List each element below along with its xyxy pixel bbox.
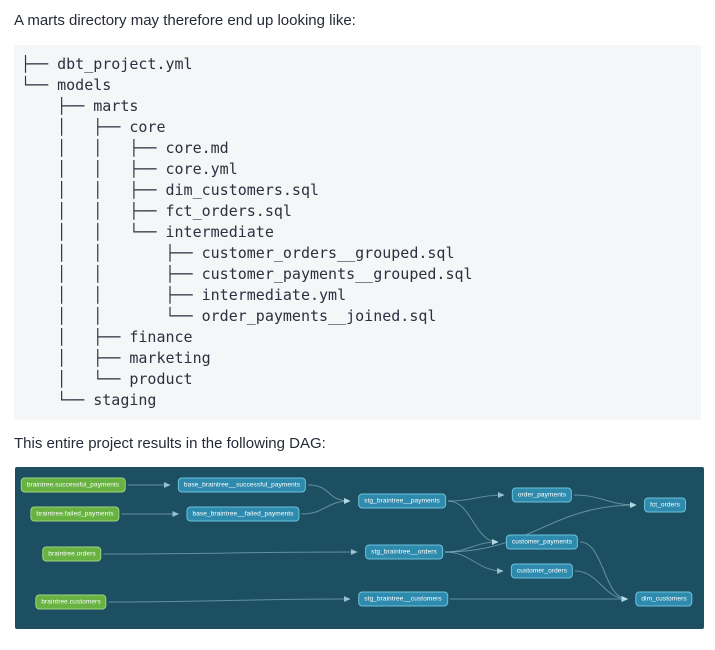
dag-node-customer_payments: customer_payments [505, 534, 579, 550]
dag-image: braintree.successful_payments braintree.f… [15, 467, 704, 629]
dag-node-base_successful: base_braintree__successful_payments [177, 477, 307, 493]
dag-node-dim_customers: dim_customers [635, 591, 693, 607]
dag-node-stg_customers: stg_braintree__customers [358, 591, 448, 607]
dag-node-src_successful: braintree.successful_payments [20, 477, 126, 493]
dag-edge-stg_orders-to-customer_orders [444, 551, 504, 574]
dag-node-src_failed: braintree.failed_payments [30, 506, 120, 522]
dag-node-stg_payments: stg_braintree__payments [358, 493, 446, 509]
dag-node-customer_orders: customer_orders [510, 563, 574, 579]
dag-node-src_orders: braintree.orders [42, 546, 102, 562]
dag-edge-stg_orders-to-customer_payments [444, 539, 499, 553]
dag-caption: This entire project results in the follo… [14, 435, 326, 452]
dag-edge-customer_payments-to-dim_customers [579, 541, 628, 602]
dag-edge-stg_payments-to-order_payments [447, 492, 505, 502]
dag-edge-stg_payments-to-customer_payments [447, 500, 499, 545]
dag-node-src_customers: braintree.customers [35, 594, 107, 610]
dag-edge-src_orders-to-stg_orders [103, 549, 358, 556]
dag-edge-customer_orders-to-dim_customers [574, 570, 628, 602]
dag-node-base_failed: base_braintree__failed_payments [186, 506, 300, 522]
intro-text: A marts directory may therefore end up l… [14, 12, 356, 29]
dag-edge-stg_orders-to-fct_orders [444, 502, 637, 553]
directory-tree-code-block: ├── dbt_project.yml └── models ├── marts… [14, 45, 701, 420]
dag-edges [103, 482, 637, 603]
dag-node-order_payments: order_payments [511, 487, 573, 503]
dag-node-stg_orders: stg_braintree__orders [365, 544, 443, 560]
dag-edge-order_payments-to-fct_orders [573, 494, 637, 508]
dag-edge-base_failed-to-stg_payments [301, 498, 351, 515]
dag-edge-base_successful-to-stg_payments [307, 484, 351, 504]
dag-edge-src_customers-to-stg_customers [108, 596, 351, 603]
dag-node-fct_orders: fct_orders [644, 497, 686, 513]
